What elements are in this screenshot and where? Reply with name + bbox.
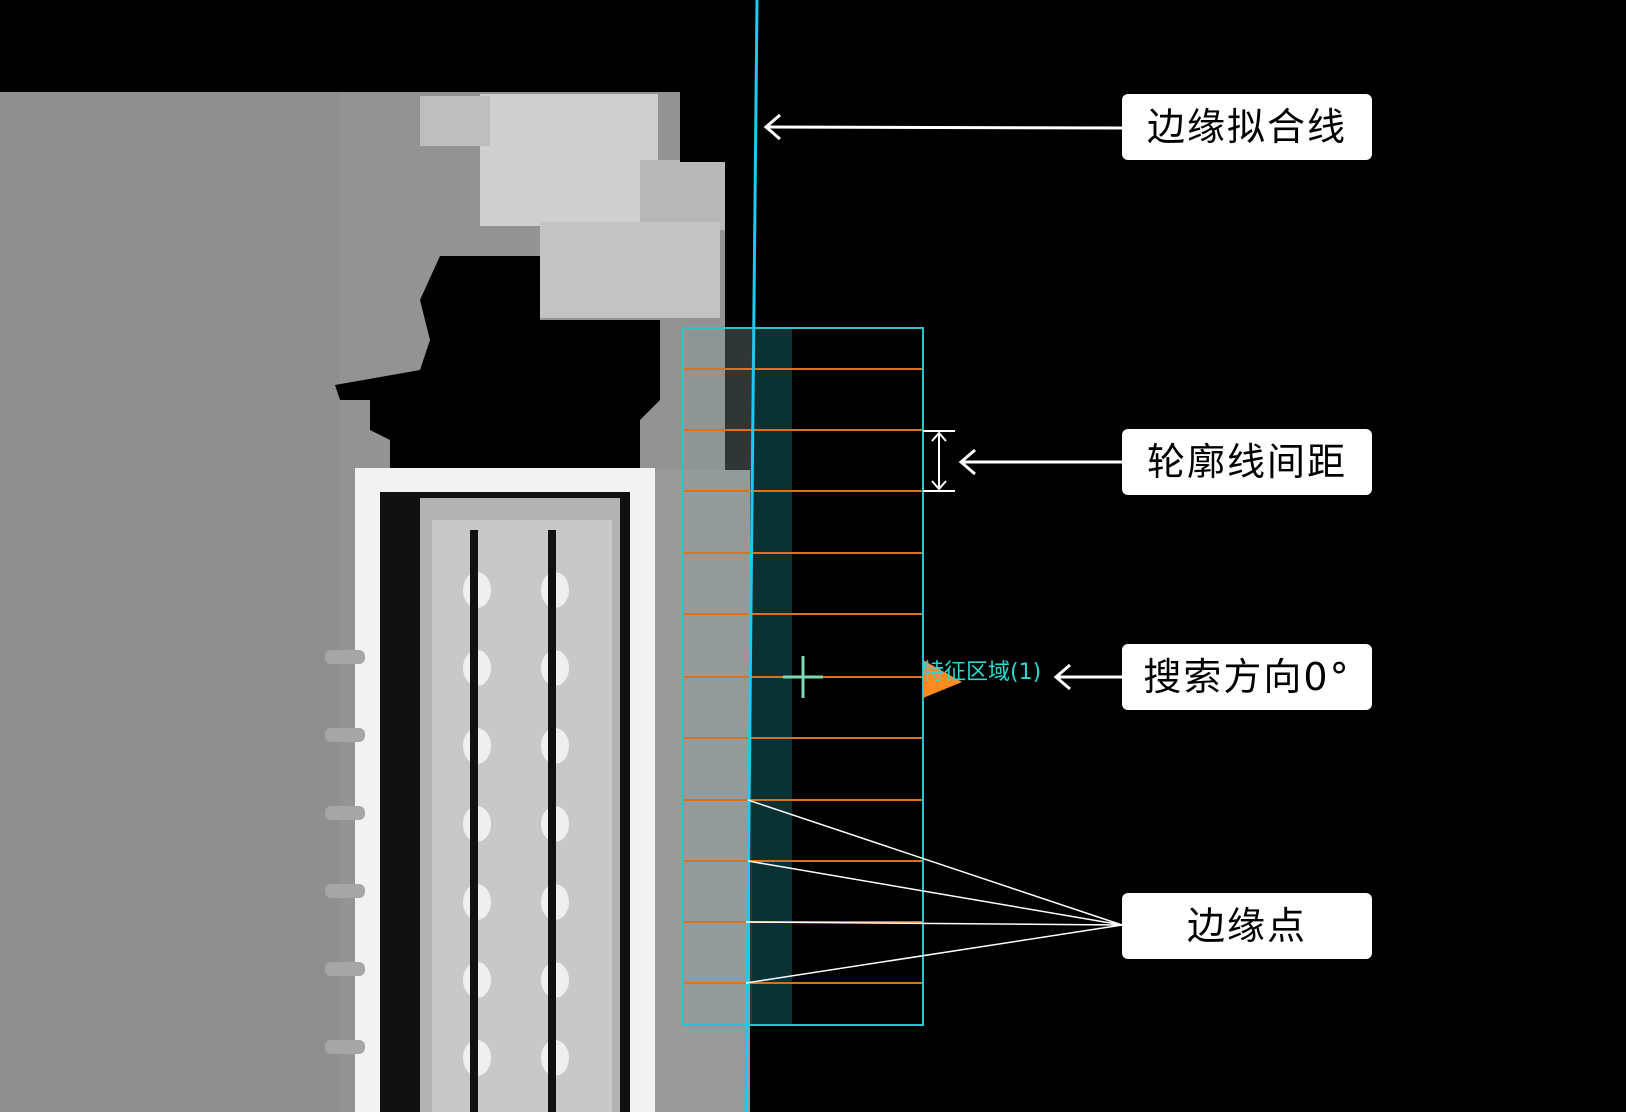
edge-point-leaders	[745, 799, 1123, 984]
callout-edge-points: 边缘点	[1122, 893, 1372, 959]
roi-center-cross[interactable]	[783, 656, 823, 698]
direction-pointer-head	[1053, 663, 1071, 691]
spacing-pointer-head	[958, 448, 976, 476]
callout-contour-spacing: 轮廓线间距	[1122, 429, 1372, 495]
search-direction-arrow[interactable]	[923, 660, 962, 698]
roi-label: 特征区域(1)	[922, 660, 1041, 685]
fit-line-pointer-head	[763, 113, 781, 141]
depth-image	[0, 92, 755, 1112]
callout-search-direction: 搜索方向0°	[1122, 644, 1372, 710]
contour-spacing-indicator	[923, 430, 955, 492]
edge-fit-line	[744, 0, 759, 1112]
callout-fit-line: 边缘拟合线	[1122, 94, 1372, 160]
fit-line-pointer	[767, 125, 1123, 130]
